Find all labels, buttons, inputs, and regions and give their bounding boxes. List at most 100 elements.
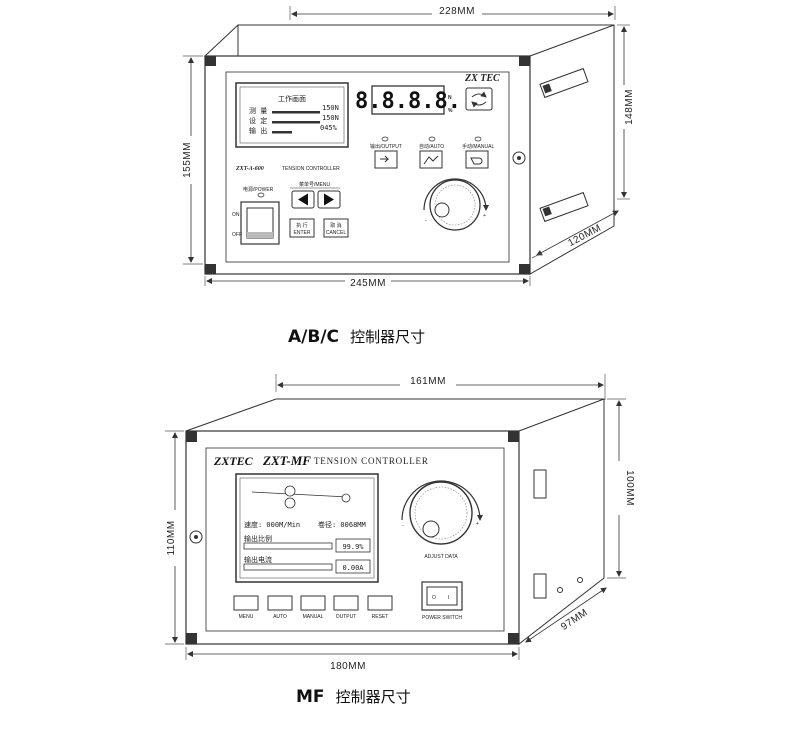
roller-icon [341, 493, 351, 503]
abc-power-off: OFF [232, 232, 242, 238]
mf-button-label: AUTO [273, 614, 287, 620]
abc-auto-button[interactable]: 自动/AUTO [419, 136, 444, 169]
abc-manual-button[interactable]: 手动/MANUAL [462, 136, 494, 169]
abc-menu-label: 菜单号/MENU [299, 181, 331, 188]
abc-power-on: ON [232, 212, 240, 218]
abc-enter-zh: 执 行 [296, 222, 307, 229]
abc-lcd-row-value: 150N [322, 114, 339, 122]
abc-unit-pct: % [448, 108, 453, 114]
mf-current-value: 0.00A [342, 564, 364, 572]
mf-dim-right: 100MM [607, 398, 635, 579]
abc-menu-right-button[interactable] [317, 190, 341, 209]
abc-lcd-row-label: 测 量 [249, 107, 267, 115]
abc-dim-bottom-text: 245MM [350, 278, 386, 289]
mf-switch-o: O [432, 595, 436, 601]
mf-button-label: OUTPUT [336, 614, 357, 620]
abc-manual-label: 手动/MANUAL [462, 143, 494, 150]
mf-diameter: 卷径: 0068MM [318, 520, 366, 529]
arrow-left-icon [298, 193, 308, 206]
mf-brand: ZXTEC [213, 454, 254, 468]
mf-power-switch[interactable]: O I POWER SWITCH [421, 581, 463, 621]
abc-controller: 228MM ZX TEC 工作画面 测 量 [180, 5, 635, 347]
abc-cancel-zh: 取 消 [330, 222, 341, 229]
mf-dim-depth-text: 97MM [559, 607, 590, 633]
abc-dim-top: 228MM [289, 5, 616, 20]
abc-unit-n: N [448, 95, 452, 101]
roller-icon [284, 497, 296, 509]
mf-switch-label: POWER SWITCH [422, 615, 462, 621]
abc-cancel-en: CANCEL [326, 230, 347, 236]
abc-dim-top-text: 228MM [439, 6, 475, 17]
abc-adjust-knob[interactable]: - + [423, 178, 489, 231]
abc-caption-zh: 控制器尺寸 [350, 328, 425, 346]
arrow-right-icon [324, 193, 334, 206]
abc-lcd-title: 工作画面 [278, 94, 306, 103]
hand-icon [470, 157, 483, 165]
mf-model-sub: TENSION CONTROLLER [314, 456, 429, 466]
abc-knob-minus: - [425, 218, 427, 224]
abc-cancel-button[interactable]: 取 消 CANCEL [323, 218, 349, 238]
roller-icon [284, 485, 296, 497]
mf-dim-bottom: 180MM [185, 647, 520, 672]
abc-lcd-row-value: 045% [320, 124, 338, 132]
mf-caption-prefix: MF [296, 687, 325, 707]
abc-output-button[interactable]: 输出/OUTPUT [370, 136, 402, 169]
abc-auto-label: 自动/AUTO [419, 143, 444, 150]
mf-caption-zh: 控制器尺寸 [336, 688, 411, 706]
abc-seg-value: 8.8.8.8. [355, 89, 461, 114]
abc-lcd-row-label: 设 定 [249, 116, 267, 125]
mf-caption: MF 控制器尺寸 [296, 687, 411, 707]
mf-reset-button[interactable]: RESET [367, 595, 393, 620]
mf-speed: 速度: 000M/Min [244, 520, 300, 529]
abc-power-switch[interactable]: 电源/POWER ON OFF [232, 186, 280, 245]
mf-adjust-label: ADJUST DATA [424, 554, 458, 560]
mf-ratio-bar [243, 542, 333, 550]
abc-caption: A/B/C 控制器尺寸 [288, 327, 425, 347]
abc-dim-left: 155MM [180, 55, 203, 265]
abc-seg-display: 8.8.8.8. N % [355, 85, 461, 115]
mf-dim-left-text: 110MM [166, 520, 177, 555]
mf-menu-button[interactable]: MENU [233, 595, 259, 620]
abc-menu-left-button[interactable] [291, 190, 315, 209]
abc-dim-right-text: 148MM [624, 89, 635, 125]
output-icon [380, 155, 390, 163]
abc-switch-display-button[interactable] [465, 87, 493, 111]
mf-lcd: 速度: 000M/Min 卷径: 0068MM 输出比例 99.9% 输出电流 … [235, 473, 379, 583]
abc-dim-bottom: 245MM [204, 276, 531, 289]
mf-model: ZXT-MF [262, 453, 311, 468]
abc-output-label: 输出/OUTPUT [370, 143, 402, 150]
mf-dim-top: 161MM [275, 374, 606, 400]
mf-manual-button[interactable]: MANUAL [300, 595, 326, 620]
mf-adjust-knob[interactable]: - + ADJUST DATA [401, 480, 483, 560]
abc-lcd: 工作画面 测 量 150N 设 定 150N 输 出 045% [235, 82, 349, 148]
mf-button-label: MANUAL [303, 614, 324, 620]
abc-enter-en: ENTER [294, 230, 311, 236]
mf-dim-top-text: 161MM [410, 376, 446, 387]
mf-ratio-value: 99.9% [342, 543, 364, 551]
mf-switch-i: I [448, 595, 449, 601]
abc-brand: ZX TEC [464, 73, 500, 84]
abc-dim-left-text: 155MM [182, 142, 193, 178]
mf-output-button[interactable]: OUTPUT [333, 595, 359, 620]
mf-knob-plus: + [476, 521, 479, 527]
mf-dim-left: 110MM [164, 430, 184, 645]
mf-dim-bottom-text: 180MM [330, 661, 366, 672]
abc-caption-prefix: A/B/C [288, 327, 339, 347]
abc-enter-button[interactable]: 执 行 ENTER [289, 218, 315, 238]
abc-model: ZXT-A-600 [235, 166, 264, 172]
mf-auto-button[interactable]: AUTO [267, 595, 293, 620]
mf-button-label: RESET [372, 614, 389, 620]
mf-ratio-label: 输出比例 [244, 534, 272, 543]
mf-button-label: MENU [239, 614, 254, 620]
mf-current-bar [243, 563, 333, 571]
abc-model-sub: TENSION CONTROLLER [282, 166, 340, 172]
auto-icon [423, 155, 439, 165]
abc-dim-right: 148MM [617, 24, 635, 200]
mf-dim-right-text: 100MM [624, 470, 635, 506]
abc-lcd-row-value: 150N [322, 104, 339, 112]
abc-lcd-row-label: 输 出 [249, 126, 267, 135]
abc-power-label: 电源/POWER [243, 186, 274, 193]
mf-knob-minus: - [402, 523, 404, 529]
mf-controller: 161MM ZXTEC ZXT-MF TENSION CONTROLLER [164, 374, 635, 707]
